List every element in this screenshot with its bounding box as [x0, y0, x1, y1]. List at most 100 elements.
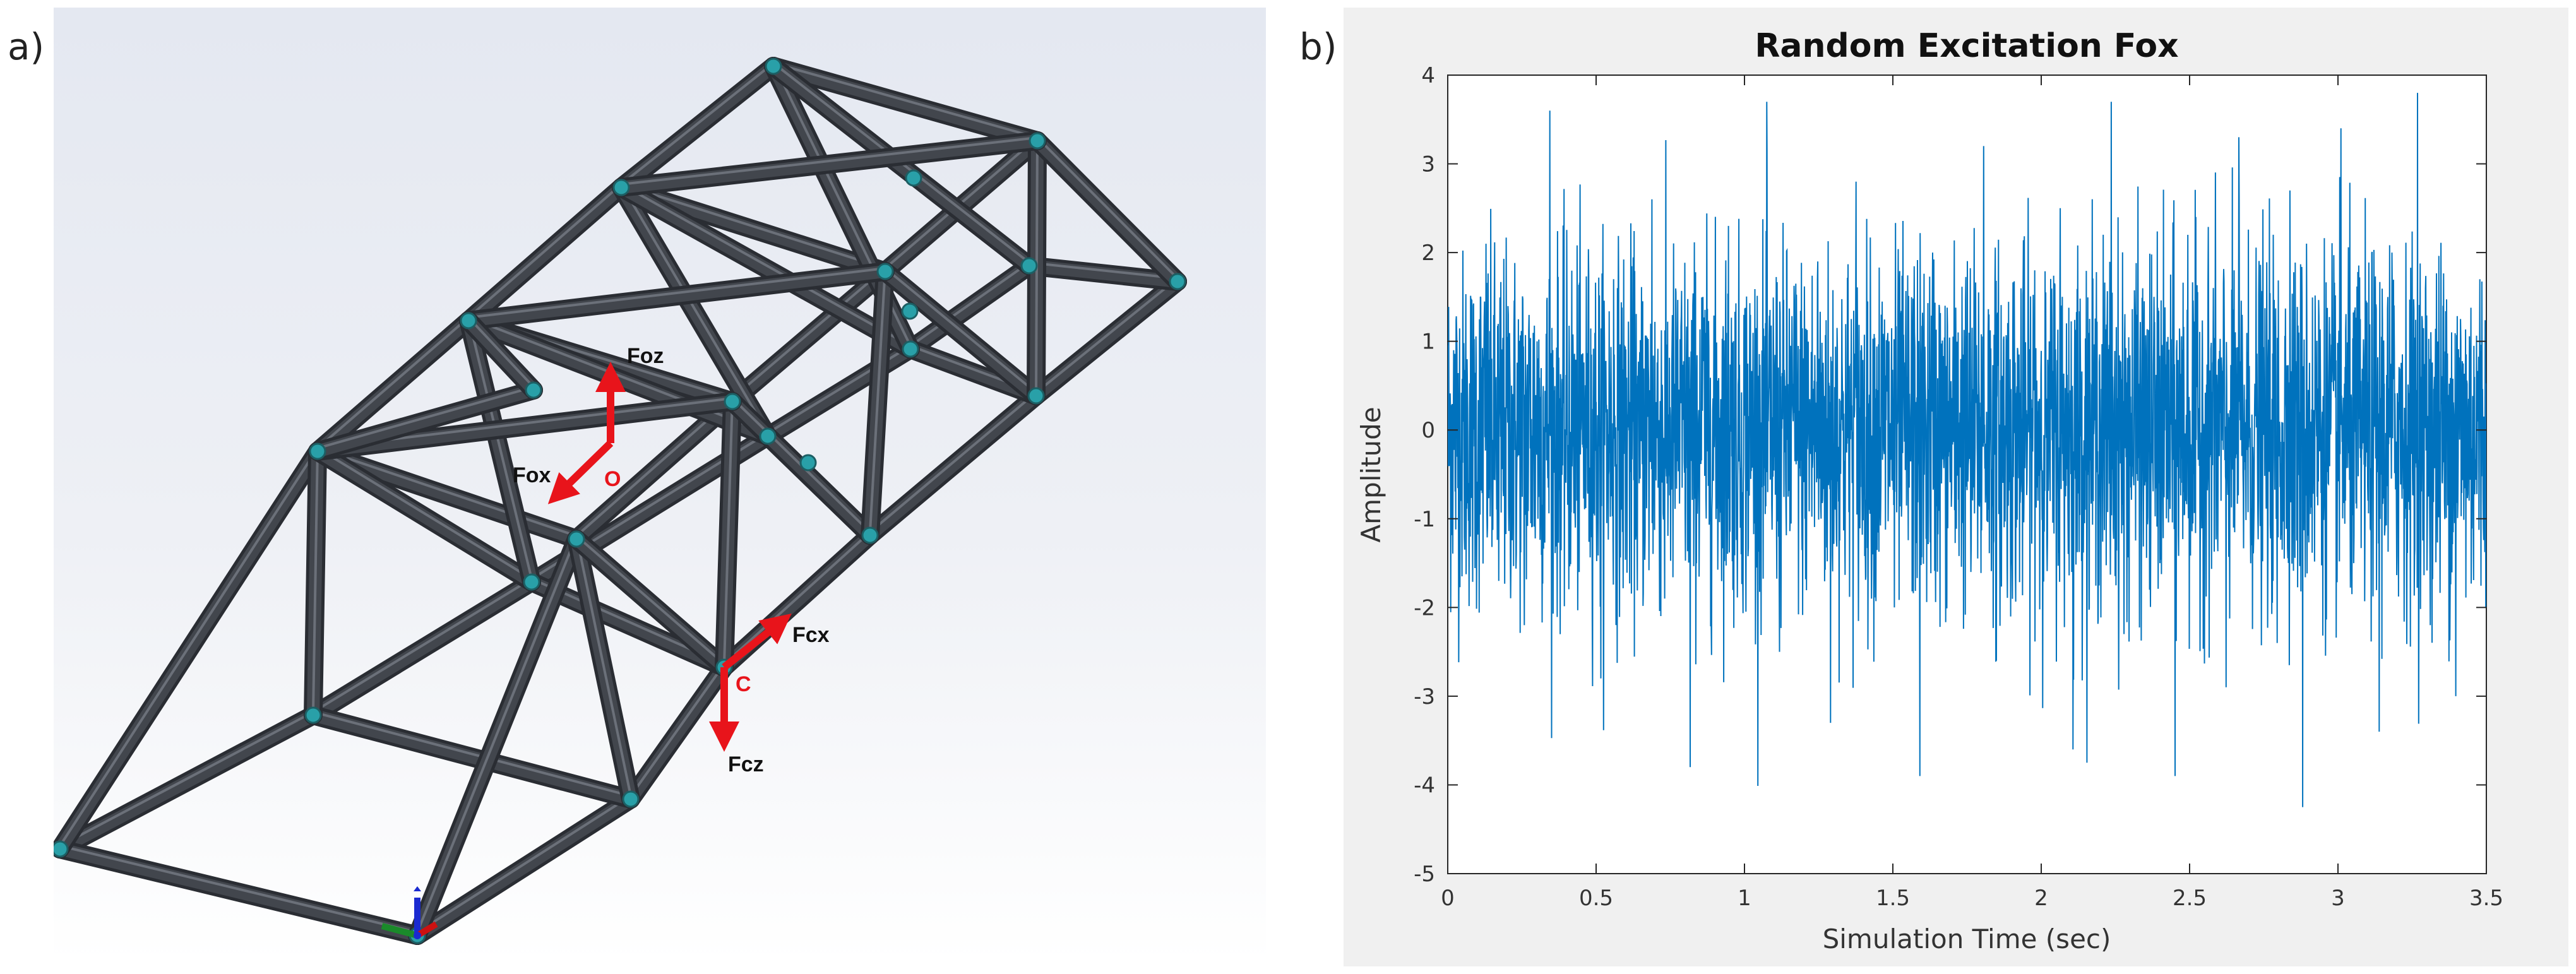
- truss-member-highlight: [621, 183, 886, 270]
- truss-member: [615, 60, 780, 194]
- x-tick-label: 0: [1441, 886, 1455, 911]
- x-tick-label: 1: [1738, 886, 1751, 911]
- truss-joints: [54, 57, 1186, 944]
- truss-member: [767, 60, 1035, 272]
- truss-member-highlight: [312, 578, 533, 713]
- truss-joint: [876, 263, 894, 280]
- truss-member-highlight: [59, 711, 314, 847]
- excitation-chart: 0 0.5 1 1.5 2 2.5 3 3.5 4 3 2 1 0 -1 -2 -3 -4 -5 Random …: [1344, 8, 2568, 966]
- truss-joint: [902, 340, 919, 358]
- truss-member: [726, 395, 876, 542]
- truss-member-highlight: [723, 531, 871, 665]
- truss-member: [462, 314, 540, 396]
- truss-member-highlight: [416, 535, 578, 933]
- panel-label-b: b): [1299, 25, 1337, 68]
- truss-member: [411, 793, 637, 942]
- truss-member-highlight: [312, 448, 319, 713]
- y-tick-label: 1: [1421, 330, 1435, 355]
- truss-member: [1031, 134, 1184, 288]
- truss-member: [570, 395, 739, 545]
- truss-member: [462, 265, 891, 327]
- truss-member-highlight: [416, 795, 632, 934]
- y-axis-label: Amplitude: [1356, 407, 1386, 542]
- y-tick-label: 4: [1421, 63, 1435, 88]
- truss-member-highlight: [317, 386, 534, 449]
- truss-member: [54, 843, 424, 942]
- label-point-c: C: [736, 672, 751, 696]
- truss-joint: [568, 530, 585, 548]
- x-tick-label: 2.5: [2173, 886, 2207, 911]
- x-tick-label: 1.5: [1876, 886, 1910, 911]
- y-tick-label: 3: [1421, 152, 1435, 177]
- truss-member-highlight: [620, 62, 775, 186]
- y-tick-label: -4: [1414, 773, 1435, 798]
- truss-member-highlight: [468, 267, 886, 319]
- truss-joint: [54, 840, 69, 858]
- truss-joint: [525, 381, 542, 399]
- truss-member-highlight: [909, 261, 1030, 347]
- truss-joint: [523, 573, 540, 591]
- truss-joint: [724, 393, 741, 410]
- truss-member-highlight: [575, 535, 632, 797]
- truss-member: [311, 395, 739, 458]
- y-tick-label: 2: [1421, 241, 1435, 266]
- truss-member: [311, 314, 475, 458]
- series-line: [1448, 93, 2486, 807]
- truss-member: [624, 661, 730, 805]
- x-tick-label: 3.5: [2469, 886, 2503, 911]
- label-fcz: Fcz: [728, 752, 764, 776]
- truss-member: [767, 60, 1044, 147]
- y-tick-label: 0: [1421, 418, 1435, 443]
- truss-member: [54, 445, 324, 855]
- truss-member-highlight: [316, 447, 533, 580]
- truss-member-highlight: [884, 267, 1037, 394]
- truss-member: [54, 709, 319, 855]
- truss-member-highlight: [621, 183, 911, 347]
- y-tick-label: -5: [1414, 862, 1435, 887]
- x-axis-label: Simulation Time (sec): [1823, 924, 2111, 954]
- truss-member: [311, 445, 583, 545]
- truss-member: [864, 389, 1042, 542]
- chart-title: Random Excitation Fox: [1755, 27, 2178, 65]
- truss-member: [307, 709, 637, 805]
- truss-member: [462, 181, 628, 327]
- label-foz: Foz: [627, 344, 664, 368]
- truss-member: [307, 576, 538, 722]
- truss-member-highlight: [621, 136, 1038, 186]
- truss-member-highlight: [869, 268, 886, 533]
- x-tick-label: 0.5: [1579, 886, 1613, 911]
- x-tick-label: 2: [2034, 886, 2048, 911]
- truss-member-highlight: [1036, 136, 1179, 280]
- label-fox: Fox: [513, 463, 551, 487]
- truss-member-highlight: [773, 62, 1038, 139]
- truss-joint: [765, 57, 782, 75]
- truss-member: [615, 181, 917, 355]
- truss-member: [570, 533, 730, 674]
- y-tick-label: -2: [1414, 595, 1435, 621]
- coordinate-triad: [381, 886, 438, 939]
- truss-joint: [309, 442, 326, 460]
- y-axis-ticks: 4 3 2 1 0 -1 -2 -3 -4 -5: [1414, 63, 2486, 887]
- truss-member-highlight: [467, 317, 533, 579]
- truss-joint: [759, 427, 777, 445]
- truss-joint: [460, 312, 477, 330]
- truss-member: [726, 265, 891, 408]
- truss-member-highlight: [1035, 277, 1179, 394]
- y-tick-label: -3: [1414, 684, 1435, 710]
- y-tick-label: -1: [1414, 507, 1435, 532]
- truss-member: [311, 445, 538, 588]
- force-arrow-fcx: [722, 614, 792, 670]
- force-arrow-fox: [547, 440, 614, 504]
- label-fcx: Fcx: [792, 623, 830, 647]
- truss-member-highlight: [59, 845, 418, 934]
- truss-joint: [905, 169, 922, 187]
- truss-member: [1023, 259, 1184, 288]
- truss-member-highlight: [317, 447, 577, 537]
- label-point-o: O: [604, 467, 621, 491]
- truss-joint: [304, 706, 322, 724]
- truss-joint: [1027, 387, 1045, 405]
- truss-member-highlight: [1029, 261, 1178, 280]
- truss-joint: [622, 790, 640, 808]
- truss-member-highlight: [629, 663, 725, 797]
